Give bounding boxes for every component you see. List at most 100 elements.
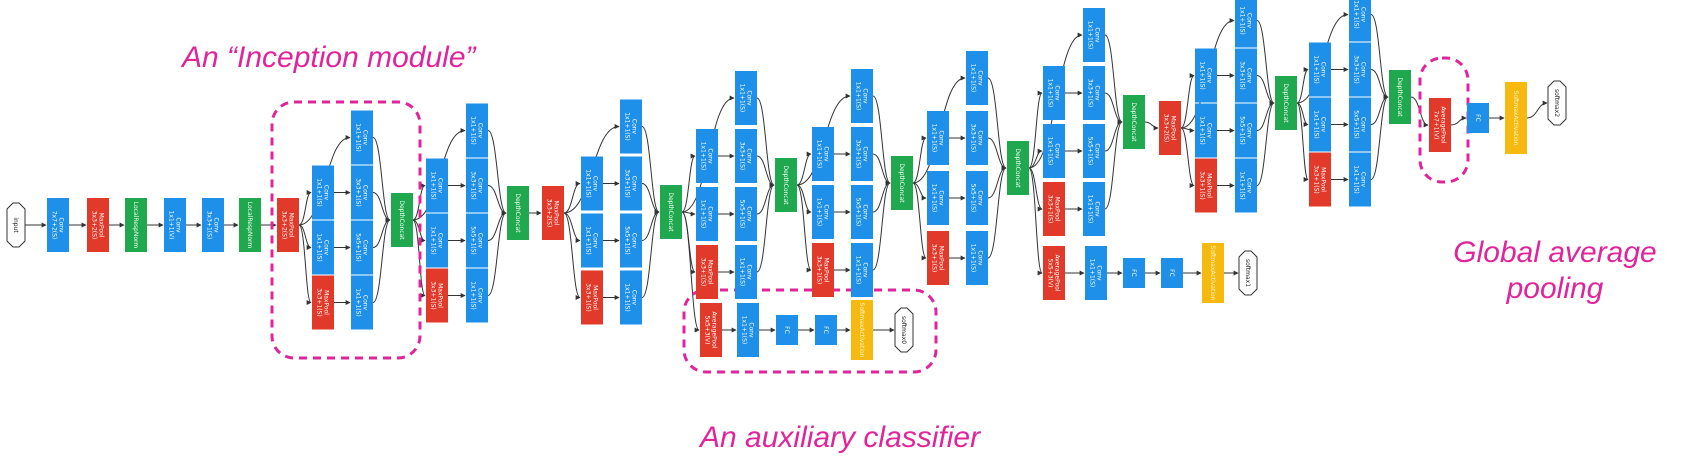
layer-box bbox=[1123, 95, 1145, 149]
layer-box bbox=[426, 213, 448, 268]
layer-box bbox=[927, 111, 949, 165]
inception-3a-conv1x1-proj: Conv1x1+1(S) bbox=[351, 275, 373, 330]
inception-4c-conv1x1-proj: Conv1x1+1(S) bbox=[851, 243, 873, 297]
layer-label: Conv1x1+1(S) bbox=[316, 178, 330, 207]
layer-label: Conv1x1+1(S) bbox=[1199, 116, 1213, 145]
inception-4e-depthconcat: DepthConcat bbox=[1123, 95, 1145, 149]
layer-box bbox=[891, 156, 913, 210]
layer-box bbox=[1083, 66, 1105, 120]
layer-box bbox=[87, 198, 109, 252]
layer-box bbox=[966, 171, 988, 225]
edge bbox=[1296, 102, 1309, 182]
layer-label: DepthConcat bbox=[1396, 77, 1403, 117]
terminal-label: softmax1 bbox=[1244, 259, 1251, 287]
layer-label: Conv1x1+1(S) bbox=[739, 84, 753, 113]
inception-module-annotation: An “Inception module” bbox=[182, 41, 476, 74]
layer-box bbox=[812, 127, 834, 181]
layer-label: Conv1x1+1(V) bbox=[168, 211, 182, 240]
layer-label: Conv1x1+1(S) bbox=[1239, 171, 1253, 200]
inception-4d-conv1x1: Conv1x1+1(S) bbox=[966, 51, 988, 105]
edge bbox=[641, 209, 660, 298]
inception-4e-maxpool: MaxPool3x3+1(S) bbox=[1043, 182, 1065, 236]
global-average-pooling-highlight bbox=[1418, 56, 1470, 184]
edge bbox=[1256, 20, 1275, 106]
softmax0-output: softmax0 bbox=[894, 307, 914, 353]
edge bbox=[1028, 167, 1043, 276]
layer-box bbox=[1235, 103, 1257, 158]
edge bbox=[681, 211, 696, 217]
layer-box bbox=[1349, 152, 1371, 207]
layer-box bbox=[735, 187, 757, 241]
inception-3a-conv5x5: Conv5x5+1(S) bbox=[351, 220, 373, 275]
layer-box bbox=[202, 198, 224, 252]
inception-4e-conv3x3: Conv3x3+1(S) bbox=[1083, 66, 1105, 120]
terminal-shape bbox=[6, 202, 26, 248]
aux0-fc1: FC bbox=[776, 315, 798, 345]
layer-label: Conv5x5+1(S) bbox=[1087, 137, 1101, 166]
layer-label: MaxPool3x3+1(S) bbox=[1313, 165, 1327, 194]
layer-label: Conv1x1+1(S) bbox=[931, 184, 945, 213]
layer-box bbox=[851, 243, 873, 297]
layer-box bbox=[812, 243, 834, 297]
terminal-shape bbox=[1547, 80, 1567, 126]
edge bbox=[912, 135, 927, 184]
edge bbox=[372, 137, 391, 223]
layer-label: SoftmaxActivation bbox=[1512, 91, 1519, 146]
inception-3a-conv1x1: Conv1x1+1(S) bbox=[351, 110, 373, 165]
layer-label: MaxPool3x3+2(S) bbox=[546, 199, 560, 228]
layer-box bbox=[620, 156, 642, 211]
final-fc: FC bbox=[1467, 103, 1489, 133]
stem-layer-5: Conv3x3+1(S) bbox=[202, 198, 224, 252]
inception-4b-conv5x5: Conv5x5+1(S) bbox=[735, 187, 757, 241]
final-softmax-activation: SoftmaxActivation bbox=[1505, 82, 1527, 154]
inception-4e-conv5x5: Conv5x5+1(S) bbox=[1083, 124, 1105, 178]
layer-box bbox=[735, 129, 757, 183]
edge bbox=[1104, 34, 1123, 125]
layer-box bbox=[1195, 103, 1217, 158]
inception-4d-conv5x5: Conv5x5+1(S) bbox=[966, 171, 988, 225]
layer-label: Conv5x5+1(S) bbox=[470, 226, 484, 255]
maxpool-3: MaxPool3x3+2(S) bbox=[542, 186, 564, 240]
layer-label: AveragePool7x7+1(V) bbox=[1433, 106, 1447, 143]
layer-box bbox=[1007, 141, 1029, 195]
edge bbox=[487, 210, 507, 296]
layer-box bbox=[851, 185, 873, 239]
edge bbox=[987, 165, 1007, 259]
layer-label: LocalRespNorm bbox=[132, 202, 139, 249]
layer-box bbox=[1349, 0, 1371, 42]
inception-3b-conv3x3: Conv3x3+1(S) bbox=[466, 158, 488, 213]
edge bbox=[1256, 100, 1275, 186]
layer-box bbox=[1235, 48, 1257, 103]
layer-label: Conv1x1+1(S) bbox=[1047, 137, 1061, 166]
layer-label: Conv1x1+1(S) bbox=[1047, 79, 1061, 108]
layer-label: Conv1x1+1(S) bbox=[316, 233, 330, 262]
layer-box bbox=[1389, 70, 1411, 124]
layer-label: Conv5x5+1(S) bbox=[355, 233, 369, 262]
layer-label: FC bbox=[1130, 269, 1137, 277]
inception-module-highlight bbox=[270, 100, 422, 360]
layer-label: Conv3x3+1(S) bbox=[206, 211, 220, 240]
edge bbox=[872, 95, 891, 186]
layer-box bbox=[775, 158, 797, 212]
global-average-pooling-annotation: Global average pooling bbox=[1430, 235, 1680, 307]
edge bbox=[681, 211, 700, 333]
edge bbox=[1028, 167, 1043, 212]
inception-4a-conv5x5: Conv5x5+1(S) bbox=[620, 213, 642, 268]
layer-label: Conv1x1+1(S) bbox=[1239, 6, 1253, 35]
layer-box bbox=[466, 158, 488, 213]
layer-label: Conv5x5+1(S) bbox=[970, 184, 984, 213]
layer-label: Conv5x5+1(S) bbox=[1239, 116, 1253, 145]
terminal-label: input bbox=[12, 217, 19, 233]
inception-4d-conv3x3: Conv3x3+1(S) bbox=[966, 111, 988, 165]
layer-label: Conv1x1+1(S) bbox=[1353, 0, 1367, 29]
layer-label: Conv3x3+1(S) bbox=[1087, 79, 1101, 108]
layer-box bbox=[696, 187, 718, 241]
layer-label: MaxPool3x3+1(S) bbox=[1199, 171, 1213, 200]
terminal-label: softmax2 bbox=[1553, 89, 1560, 117]
inception-4c-conv3x3: Conv3x3+1(S) bbox=[851, 127, 873, 181]
layer-label: MaxPool3x3+1(S) bbox=[816, 256, 830, 285]
layer-box bbox=[507, 186, 529, 240]
aux0-fc2: FC bbox=[815, 315, 837, 345]
layer-label: Conv1x1+1(S) bbox=[470, 116, 484, 145]
layer-label: Conv1x1+1(S) bbox=[430, 226, 444, 255]
